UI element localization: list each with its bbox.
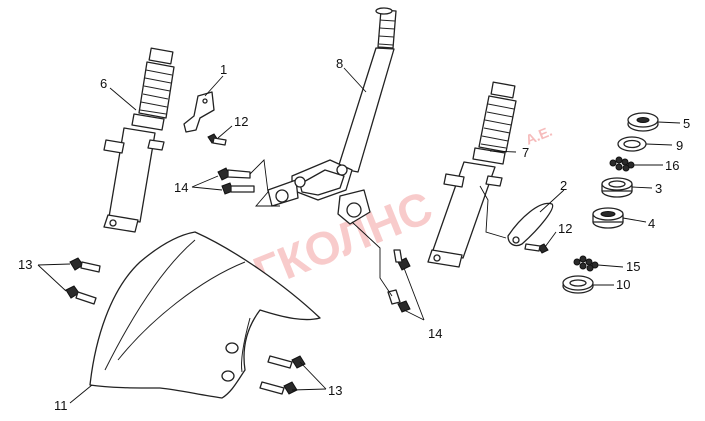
ball-race-part-16	[609, 156, 635, 172]
clip-part-2	[507, 202, 554, 247]
callout-5: 5	[683, 116, 690, 131]
bolts-lower-14	[387, 249, 411, 313]
small-bolt-left	[207, 133, 227, 146]
washer-part-9	[617, 136, 647, 152]
callout-6: 6	[100, 76, 107, 91]
bolts-13-right	[259, 355, 306, 395]
callout-7: 7	[522, 145, 529, 160]
callout-8: 8	[336, 56, 343, 71]
callout-2: 2	[560, 178, 567, 193]
front-fender	[89, 231, 321, 399]
callout-13-right: 13	[328, 383, 342, 398]
bearing-cup-part-4	[592, 207, 624, 229]
callout-10: 10	[616, 277, 630, 292]
callout-14-lower: 14	[428, 326, 442, 341]
callout-4: 4	[648, 216, 655, 231]
steering-stem	[267, 7, 397, 225]
leader-lines	[37, 67, 681, 404]
callout-15: 15	[626, 259, 640, 274]
callout-12-left: 12	[234, 114, 248, 129]
callout-1: 1	[220, 62, 227, 77]
callout-3: 3	[655, 181, 662, 196]
small-bolt-right	[524, 243, 549, 254]
callout-11: 11	[54, 398, 68, 413]
bracket-part-1	[183, 91, 215, 133]
callout-16: 16	[665, 158, 679, 173]
callout-13-left: 13	[18, 257, 32, 272]
bolts-13-left	[65, 257, 101, 305]
callout-labels: 1 3 4 5 6 7 8 9 10 11 12 12 13 13 14 14 …	[18, 56, 690, 413]
right-fork-leg	[427, 81, 517, 268]
washer-part-10	[562, 275, 594, 294]
bolts-upper-14	[217, 167, 255, 195]
ball-race-part-15	[573, 255, 599, 272]
callout-14-upper: 14	[174, 180, 188, 195]
left-fork-leg	[103, 47, 175, 233]
callout-9: 9	[676, 138, 683, 153]
bearing-cup-part-3	[601, 177, 633, 198]
nut-part-5	[627, 112, 659, 132]
callout-12-right: 12	[558, 221, 572, 236]
